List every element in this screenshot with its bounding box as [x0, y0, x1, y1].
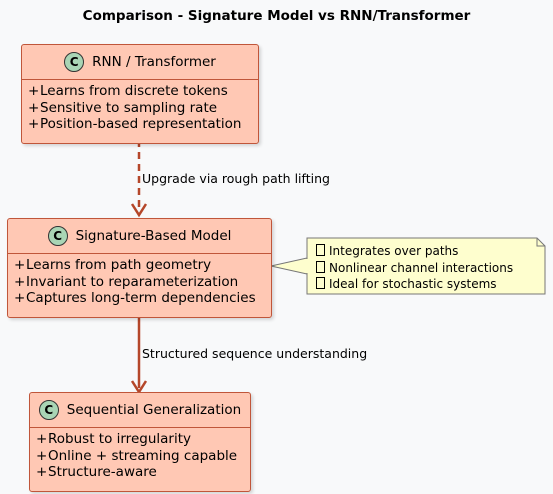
class-header: C Sequential Generalization — [30, 393, 250, 428]
note-connector — [270, 257, 308, 275]
class-attribute: +Learns from path geometry — [14, 257, 212, 273]
missing-glyph-icon — [316, 277, 325, 289]
note-line: Integrates over paths — [316, 243, 513, 260]
note-shape — [306, 237, 546, 295]
class-attribute: +Invariant to reparameterization — [14, 273, 239, 290]
upgrade-edge-label: Upgrade via rough path lifting — [142, 171, 330, 186]
class-attribute: +Captures long-term dependencies — [14, 290, 256, 306]
class-c-icon: C — [47, 226, 68, 246]
note-fold — [536, 238, 545, 247]
class-c-icon: C — [64, 52, 85, 72]
class-attributes: +Learns from path geometry +Invariant to… — [8, 254, 271, 317]
missing-glyph-icon — [316, 244, 325, 256]
class-attribute: +Position-based representation — [28, 116, 242, 132]
upgrade-arrow-head — [130, 203, 148, 218]
class-attribute: +Structure-aware — [36, 464, 157, 480]
class-name: Signature-Based Model — [75, 228, 232, 244]
class-header: C Signature-Based Model — [8, 219, 271, 254]
structured-edge-label: Structured sequence understanding — [142, 346, 368, 361]
class-attribute: +Online + streaming capable — [36, 447, 238, 464]
note-line: Ideal for stochastic systems — [316, 276, 513, 293]
class-attributes: +Robust to irregularity +Online + stream… — [30, 428, 250, 491]
class-attribute: +Robust to irregularity — [36, 431, 191, 447]
note-text: Integrates over paths Nonlinear channel … — [316, 243, 513, 293]
class-header: C RNN / Transformer — [22, 45, 258, 80]
class-attribute: +Learns from discrete tokens — [28, 83, 228, 99]
class-c-icon: C — [38, 400, 59, 420]
class-attributes: +Learns from discrete tokens +Sensitive … — [22, 80, 258, 143]
diagram-title: Comparison - Signature Model vs RNN/Tran… — [82, 8, 471, 24]
note: Integrates over paths Nonlinear channel … — [307, 238, 545, 294]
sequential-generalization-class: C Sequential Generalization +Robust to i… — [29, 392, 251, 492]
missing-glyph-icon — [316, 260, 325, 273]
rnn-transformer-class: C RNN / Transformer +Learns from discret… — [21, 44, 259, 144]
class-name: RNN / Transformer — [92, 54, 216, 70]
class-attribute: +Sensitive to sampling rate — [28, 99, 218, 116]
class-name: Sequential Generalization — [66, 402, 242, 418]
signature-model-class: C Signature-Based Model +Learns from pat… — [7, 218, 272, 318]
note-line: Nonlinear channel interactions — [316, 260, 513, 277]
